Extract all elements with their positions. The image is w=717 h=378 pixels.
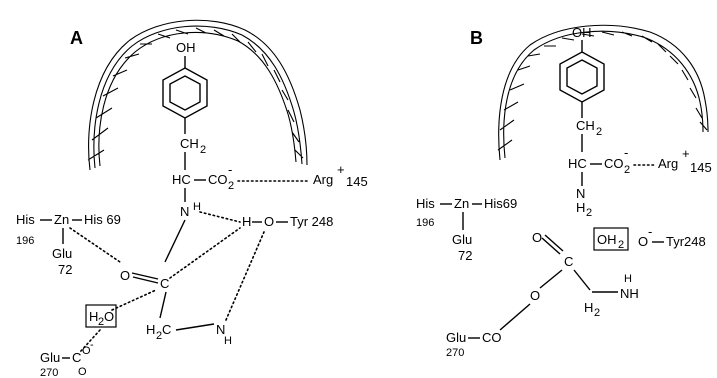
panel-a: A OH CH 2 HC CO 2 - Arg + 145 N H H O — [16, 19, 368, 378]
panel-a-tyr-o: O — [264, 214, 274, 229]
panel-b-co2-subscript: 2 — [624, 164, 630, 176]
panel-b-amine-n: NH — [620, 286, 639, 301]
panel-b: B OH CH 2 HC CO 2 - Arg + 145 N H 2 His … — [416, 24, 712, 359]
panel-a-water-box — [85, 304, 117, 328]
panel-b-glu270-label: Glu — [446, 330, 466, 345]
panel-a-water-subscript: 2 — [98, 316, 104, 328]
panel-a-oxyanion-hbond — [169, 227, 241, 279]
panel-b-glu270-co: CO — [482, 330, 502, 345]
panel-a-phenol-ring — [162, 56, 208, 134]
panel-b-arg-label: Arg — [658, 156, 678, 171]
panel-a-hc-label: HC — [172, 172, 191, 187]
panel-b-tyr-label: Tyr248 — [666, 234, 706, 249]
panel-b-his196-label: His — [416, 196, 435, 211]
panel-a-his196-label: His — [16, 212, 35, 227]
panel-a-water-h: H — [89, 309, 98, 324]
panel-b-carbonyl-o: O — [532, 230, 542, 245]
panel-a-amine-n: N — [216, 322, 225, 337]
panel-a-amide-n: N — [180, 204, 189, 219]
panel-b-h2-label: H — [584, 300, 593, 315]
panel-a-glu72-label: Glu — [52, 246, 72, 261]
panel-a-tyr-label: Tyr 248 — [290, 214, 333, 229]
panel-b-zn-label: Zn — [454, 196, 469, 211]
panel-a-h2c-h: H — [146, 322, 155, 337]
panel-b-water-box — [593, 227, 629, 251]
panel-a-water-attack — [111, 289, 157, 311]
panel-a-amine-h: H — [224, 335, 232, 347]
panel-b-co2-label: CO — [604, 156, 624, 171]
panel-a-glu270-label: Glu — [40, 350, 60, 365]
panel-a-letter: A — [70, 28, 83, 48]
panel-b-tyr-o: O — [638, 234, 648, 249]
panel-a-co2-subscript: 2 — [228, 180, 234, 192]
panel-a-oh-label: OH — [176, 40, 196, 55]
panel-a-glu270-number: 270 — [40, 367, 58, 378]
panel-b-glu72-label: Glu — [452, 232, 472, 247]
panel-a-h2c-c: C — [162, 322, 171, 337]
panel-b-pocket-outline — [497, 24, 709, 161]
panel-a-ch2-label: CH — [180, 136, 199, 151]
panel-a-nh-hbond — [199, 211, 241, 223]
panel-b-oh-label: OH — [572, 25, 592, 40]
panel-b-tyr-o-minus: - — [648, 224, 652, 239]
panel-b-amine-h: H — [624, 273, 632, 285]
panel-b-co2-charge: - — [624, 145, 628, 160]
panel-a-arg-number: 145 — [346, 174, 368, 189]
panel-b-glu270-number: 270 — [446, 347, 464, 359]
panel-b-hc-label: HC — [568, 156, 587, 171]
panel-b-letter: B — [470, 28, 483, 48]
panel-a-carbonyl-c: C — [160, 276, 169, 291]
panel-a-pocket-outline — [87, 19, 308, 171]
panel-b-ch2-subscript: 2 — [596, 126, 602, 138]
panel-a-carbonyl-o: O — [120, 268, 130, 283]
panel-a-amine-tyr-hbond — [225, 231, 265, 321]
panel-b-glu72-number: 72 — [458, 248, 472, 263]
panel-a-amide-h: H — [193, 201, 201, 213]
panel-b-nh2-subscript: 2 — [586, 207, 592, 219]
panel-a-tyr-h: H — [242, 214, 251, 229]
panel-a-glu72-number: 72 — [58, 262, 72, 277]
panel-a-glu270-water-hbond — [79, 329, 101, 353]
panel-b-ester-o: O — [530, 288, 540, 303]
panel-a-h2c-subscript: 2 — [156, 330, 162, 342]
panel-a-water-o: O — [104, 309, 114, 324]
panel-b-phenol-ring — [559, 40, 605, 118]
panel-b-ch2-label: CH — [576, 118, 595, 133]
panel-a-glu270-o-bottom: O — [78, 366, 87, 378]
panel-b-nh2-n: N — [576, 186, 585, 201]
panel-a-glu270-o-top: O — [82, 345, 91, 357]
panel-b-arg-number: 145 — [690, 160, 712, 175]
panel-a-glu270-c: C — [72, 350, 81, 365]
panel-a-his196-number: 196 — [16, 235, 34, 247]
panel-b-his69-label: His69 — [484, 196, 517, 211]
panel-a-glu270-minus: - — [90, 339, 94, 351]
panel-b-carbonyl-c: C — [564, 254, 573, 269]
panel-a-co2-charge: - — [228, 162, 232, 177]
panel-b-water-label: OH — [597, 232, 617, 247]
panel-b-arg-charge: + — [682, 146, 690, 161]
panel-b-nh2-h: H — [576, 200, 585, 215]
panel-a-his69-label: His 69 — [84, 212, 121, 227]
panel-a-arg-charge: + — [337, 162, 345, 177]
panel-b-h2-subscript: 2 — [594, 307, 600, 319]
panel-b-his196-number: 196 — [416, 217, 434, 229]
panel-a-ch2-subscript: 2 — [200, 144, 206, 156]
panel-a-zn-label: Zn — [54, 212, 69, 227]
panel-a-zn-carbonyl-coordination — [69, 227, 121, 263]
panel-a-arg-label: Arg — [313, 172, 333, 187]
panel-b-water-subscript: 2 — [618, 239, 624, 251]
panel-a-co2-label: CO — [208, 172, 228, 187]
